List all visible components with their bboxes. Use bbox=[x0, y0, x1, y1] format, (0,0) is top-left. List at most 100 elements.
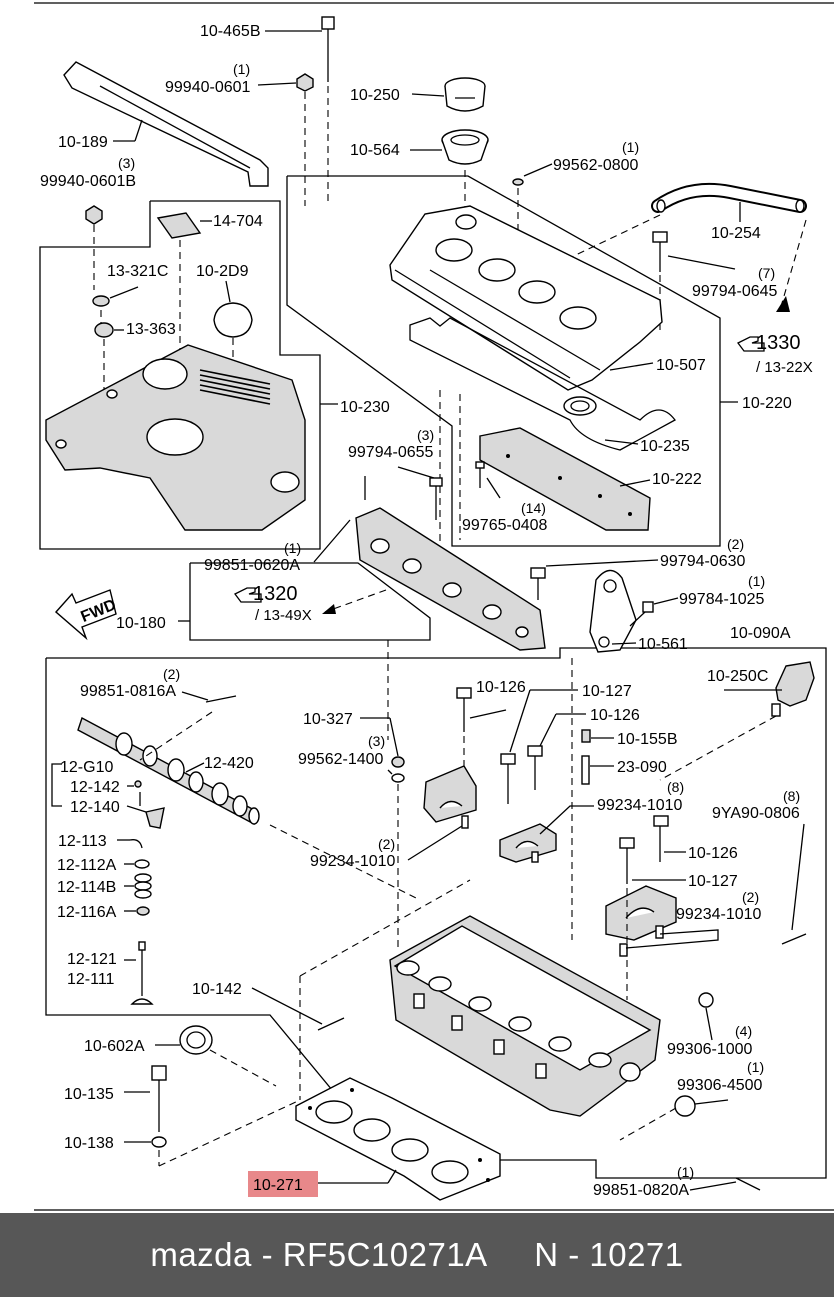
valve-spring bbox=[124, 859, 152, 916]
part-label[interactable]: 99940-0601 bbox=[165, 79, 251, 96]
cam-cap-bolt bbox=[456, 687, 472, 732]
part-label[interactable]: 99851-0816A bbox=[80, 683, 176, 700]
bracket-bolt bbox=[530, 567, 546, 600]
part-label[interactable]: 10-327 bbox=[303, 711, 353, 728]
stud bbox=[205, 695, 237, 703]
quantity-label: (1) bbox=[747, 1059, 764, 1075]
part-label[interactable]: 9YA90-0806 bbox=[712, 805, 800, 822]
part-label[interactable]: 12-142 bbox=[70, 779, 120, 796]
part-label[interactable]: 10-126 bbox=[688, 845, 738, 862]
part-label[interactable]: 12-116A bbox=[57, 904, 117, 921]
part-label[interactable]: 99765-0408 bbox=[462, 517, 548, 534]
dowel-pin bbox=[461, 815, 469, 829]
part-label[interactable]: 12-112A bbox=[57, 857, 117, 874]
part-label[interactable]: 12-113 bbox=[58, 833, 107, 850]
cam-cap-rear bbox=[605, 885, 677, 941]
part-label[interactable]: 14-704 bbox=[213, 213, 263, 230]
part-label[interactable]: 99794-0645 bbox=[692, 283, 778, 300]
brand: mazda bbox=[150, 1236, 252, 1273]
part-label[interactable]: 10-127 bbox=[688, 873, 738, 890]
nut bbox=[296, 73, 314, 92]
cam-sensor bbox=[771, 661, 815, 717]
part-label[interactable]: 10-189 bbox=[58, 134, 108, 151]
cylinder-head bbox=[389, 915, 661, 1117]
pin-23-090 bbox=[581, 755, 590, 785]
part-label[interactable]: 12-121 bbox=[67, 951, 117, 968]
part-label[interactable]: 10-155B bbox=[617, 731, 678, 748]
part-label[interactable]: 10-250 bbox=[350, 87, 400, 104]
part-label[interactable]: 10-135 bbox=[64, 1086, 114, 1103]
part-label[interactable]: 10-254 bbox=[711, 225, 761, 242]
part-label[interactable]: 13-363 bbox=[126, 321, 176, 338]
quantity-label: (1) bbox=[677, 1164, 694, 1180]
cam-cap-bolt-2 bbox=[500, 753, 516, 804]
highlighted-part-label[interactable]: 10-271 bbox=[253, 1177, 303, 1194]
part-label[interactable]: 99794-0655 bbox=[348, 444, 434, 461]
part-label[interactable]: 10-142 bbox=[192, 981, 242, 998]
part-label[interactable]: 10-230 bbox=[340, 399, 390, 416]
part-label[interactable]: 12-420 bbox=[204, 755, 254, 772]
quantity-label: (1) bbox=[622, 139, 639, 155]
stud-9ya90 bbox=[781, 933, 807, 945]
parts-diagram: FWD bbox=[34, 2, 834, 1211]
part-label[interactable]: 99940-0601B bbox=[40, 173, 136, 190]
part-label[interactable]: 10-180 bbox=[116, 615, 166, 632]
part-label[interactable]: 10-090A bbox=[730, 625, 791, 642]
rocker-parts bbox=[134, 780, 165, 829]
quantity-label: (3) bbox=[118, 155, 135, 171]
quantity-label: (2) bbox=[742, 889, 759, 905]
part-label[interactable]: 10-250C bbox=[707, 668, 768, 685]
engine-cover bbox=[45, 344, 306, 531]
part-label[interactable]: 10-564 bbox=[350, 142, 400, 159]
part-label[interactable]: 99784-1025 bbox=[679, 591, 765, 608]
part-label[interactable]: 10-126 bbox=[590, 707, 640, 724]
cover-nut bbox=[85, 205, 103, 225]
part-label[interactable]: 10-2D9 bbox=[196, 263, 249, 280]
part-label[interactable]: 10-220 bbox=[742, 395, 792, 412]
part-label[interactable]: 10-126 bbox=[476, 679, 526, 696]
camshaft bbox=[77, 716, 260, 826]
part-label[interactable]: 99794-0630 bbox=[660, 553, 746, 570]
valve-seal bbox=[117, 839, 143, 849]
part-label[interactable]: 99562-0800 bbox=[553, 157, 639, 174]
part-label[interactable]: 10-127 bbox=[582, 683, 632, 700]
part-label[interactable]: 10-138 bbox=[64, 1135, 114, 1152]
quantity-label: (1) bbox=[233, 61, 250, 77]
part-label[interactable]: 12-111 bbox=[67, 971, 115, 988]
highlighted-part-label-box bbox=[248, 1171, 318, 1197]
part-label[interactable]: 12-114B bbox=[57, 879, 116, 896]
engine-cover-group-box bbox=[39, 200, 321, 550]
part-label[interactable]: 99234-1010 bbox=[676, 906, 762, 923]
part-label[interactable]: 99234-1010 bbox=[310, 853, 396, 870]
quantity-label: (8) bbox=[783, 788, 800, 804]
part-label[interactable]: 10-222 bbox=[652, 471, 702, 488]
part-label[interactable]: 10-507 bbox=[656, 357, 706, 374]
reference-section: / 13-49X bbox=[255, 607, 312, 624]
part-number: RF5C10271A bbox=[282, 1236, 486, 1273]
part-label[interactable]: 99306-4500 bbox=[677, 1077, 763, 1094]
reference-pointer[interactable]: 1320/ 13-49X bbox=[234, 583, 312, 624]
part-label[interactable]: 99306-1000 bbox=[667, 1041, 753, 1058]
part-label[interactable]: 10-561 bbox=[638, 636, 688, 653]
bracket-small-bolt bbox=[629, 601, 654, 627]
part-label[interactable]: 12-G10 bbox=[60, 759, 113, 776]
part-label[interactable]: 23-090 bbox=[617, 759, 667, 776]
cover-plug bbox=[213, 302, 253, 338]
part-label[interactable]: 10-235 bbox=[640, 438, 690, 455]
part-number-labels: 10-465B 99940-0601 10-250 10-189 10-564 99562… bbox=[40, 23, 800, 1199]
part-label[interactable]: 10-465B bbox=[200, 23, 261, 40]
engine-bracket bbox=[589, 569, 637, 653]
hand-pointer-icon bbox=[737, 336, 765, 352]
catalog-code: N - 10271 bbox=[534, 1236, 684, 1273]
part-label[interactable]: 99851-0620A bbox=[204, 557, 300, 574]
part-label[interactable]: 12-140 bbox=[70, 799, 120, 816]
separator: - bbox=[251, 1236, 283, 1273]
part-label[interactable]: 99234-1010 bbox=[597, 797, 683, 814]
part-label[interactable]: 13-321C bbox=[107, 263, 168, 280]
part-label[interactable]: 99851-0820A bbox=[593, 1182, 689, 1199]
part-label[interactable]: 10-602A bbox=[84, 1038, 145, 1055]
long-bolt bbox=[321, 16, 335, 82]
part-label[interactable]: 99562-1400 bbox=[298, 751, 384, 768]
reference-pointer[interactable]: 1330/ 13-22X bbox=[737, 332, 813, 376]
quantity-label: (14) bbox=[521, 500, 546, 516]
